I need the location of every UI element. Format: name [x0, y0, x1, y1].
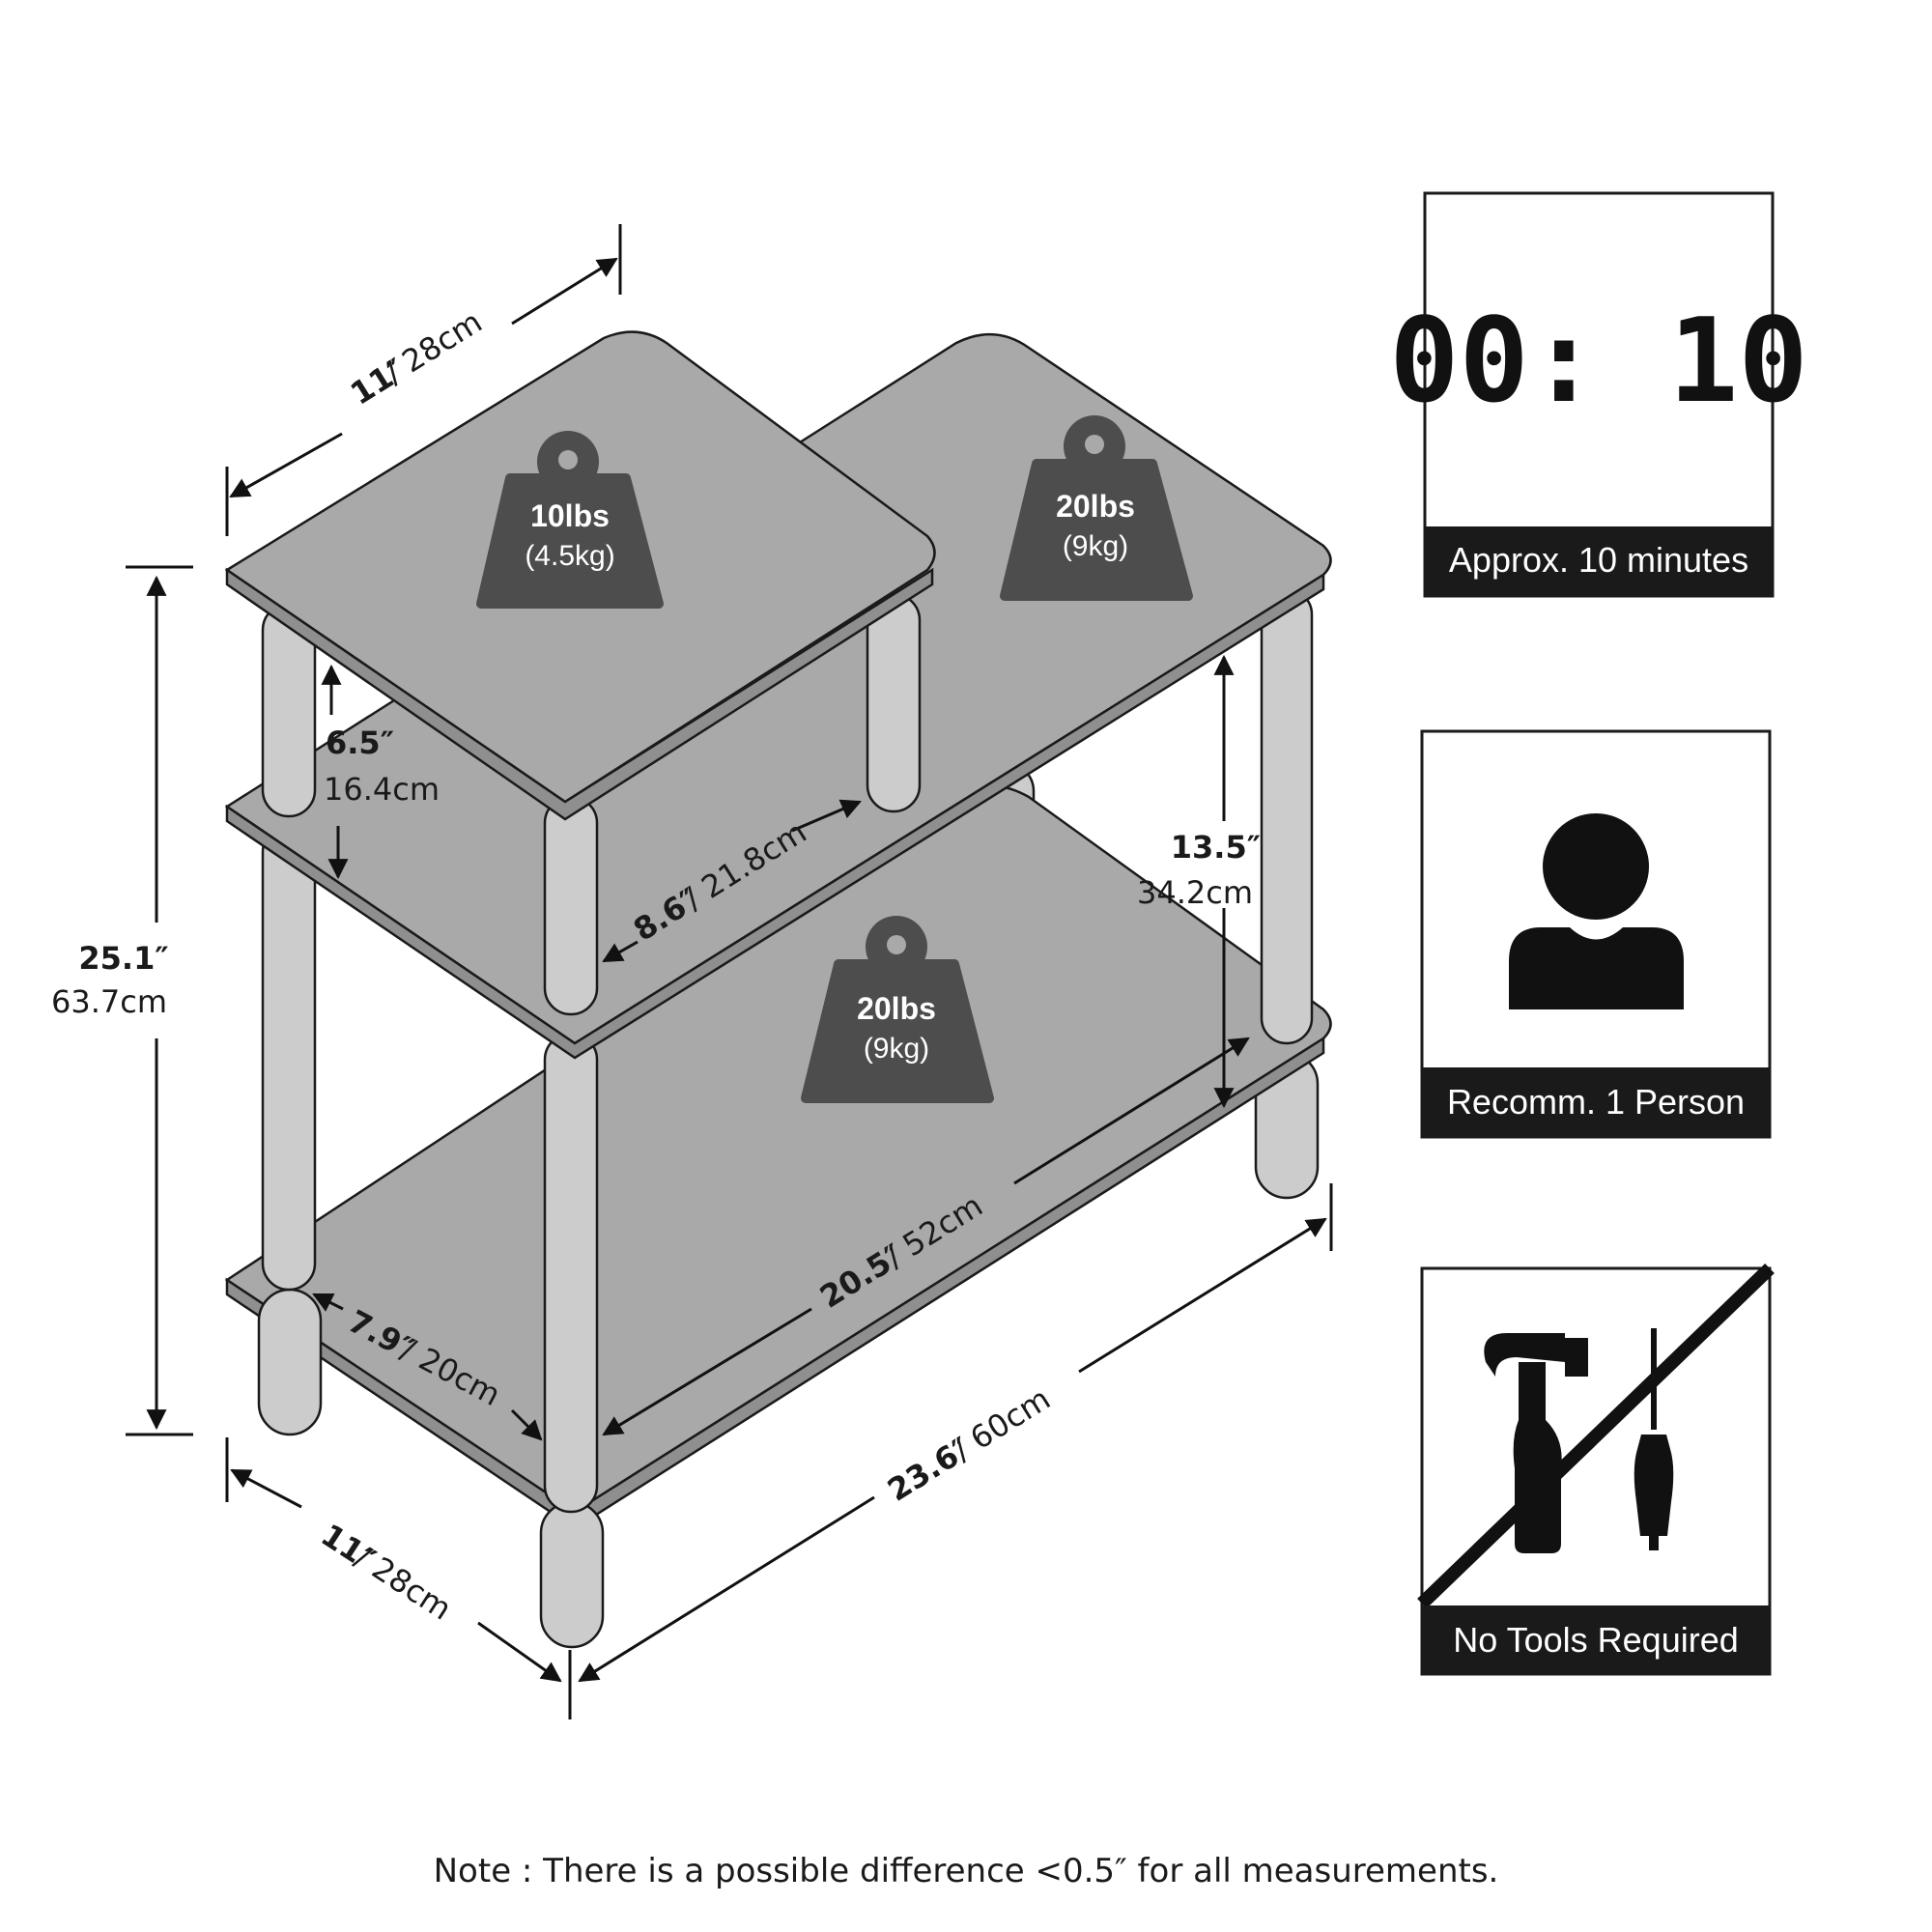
people-caption: Recomm. 1 Person	[1447, 1082, 1745, 1122]
tools-panel: No Tools Required	[1417, 1263, 1775, 1676]
weight-icon-bottom-shelf: 20lbs (9kg)	[801, 916, 994, 1103]
post-right-tall	[1260, 587, 1314, 1045]
weight-kg: (9kg)	[1063, 530, 1128, 562]
dim-height: 25.1″ 63.7cm	[51, 940, 169, 1020]
weight-icon-large-shelf: 20lbs (9kg)	[1000, 415, 1193, 601]
people-panel: Recomm. 1 Person	[1420, 729, 1772, 1139]
svg-text:25.1″: 25.1″	[78, 940, 168, 977]
dim-right-gap: 13.5″ 34.2cm	[1137, 829, 1261, 911]
assembly-time-caption: Approx. 10 minutes	[1449, 540, 1748, 580]
weight-icon-small-shelf: 10lbs (4.5kg)	[476, 431, 664, 609]
person-icon	[1509, 813, 1684, 1009]
svg-text:6.5″: 6.5″	[326, 724, 394, 761]
dim-overall-length: 23.6″ / 60cm	[881, 1380, 1057, 1509]
svg-text:16.4cm: 16.4cm	[324, 771, 440, 808]
measurement-note: Note : There is a possible difference <0…	[434, 1852, 1499, 1890]
svg-text:63.7cm: 63.7cm	[51, 983, 167, 1020]
svg-text:00: 10: 00: 10	[1389, 295, 1807, 429]
post-left-mid	[261, 824, 317, 1292]
svg-text:/ 28cm: / 28cm	[349, 1539, 458, 1628]
dimension-lines	[126, 224, 1333, 1719]
weight-lbs: 10lbs	[530, 498, 610, 533]
weight-lbs: 20lbs	[1056, 489, 1135, 524]
svg-text:/ 28cm: / 28cm	[379, 303, 489, 391]
dim-bottom-depth: 11″ / 28cm	[315, 1517, 459, 1628]
dim-top-depth: 11″ / 28cm	[344, 303, 488, 412]
leg-bottom-front-mid	[539, 1500, 605, 1649]
leg-bottom-front-left	[257, 1288, 323, 1436]
svg-text:13.5″: 13.5″	[1171, 829, 1261, 866]
weight-kg: (4.5kg)	[525, 540, 614, 572]
svg-text:/ 60cm: / 60cm	[947, 1380, 1057, 1468]
assembly-time-panel: 00: 10 Approx. 10 minutes	[1389, 191, 1808, 598]
digital-clock-icon: 00: 10	[1389, 295, 1807, 429]
prohibited-slash	[1417, 1263, 1775, 1609]
weight-kg: (9kg)	[864, 1033, 929, 1065]
tools-caption: No Tools Required	[1453, 1620, 1739, 1660]
post-front-mid	[543, 1032, 599, 1514]
svg-text:34.2cm: 34.2cm	[1137, 874, 1253, 911]
weight-lbs: 20lbs	[857, 991, 936, 1026]
dim-top-gap: 6.5″ 16.4cm	[324, 724, 440, 808]
post-small-right	[866, 592, 922, 813]
post-small-front	[543, 795, 599, 1016]
